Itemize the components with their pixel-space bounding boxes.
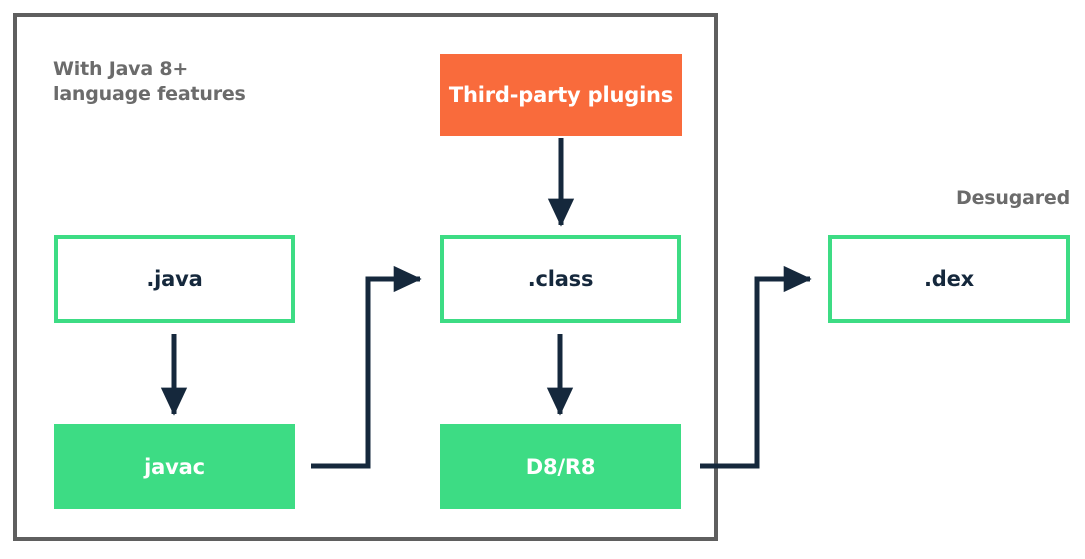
node-third-party-plugins-label: Third-party plugins: [448, 83, 674, 107]
node-d8-r8-label: D8/R8: [525, 454, 596, 479]
node-javac-label: javac: [144, 454, 205, 479]
node-third-party-plugins[interactable]: Third-party plugins: [440, 54, 682, 136]
desugared-annotation-label: Desugared: [956, 187, 1070, 209]
group-annotation-label: With Java 8+ language features: [53, 58, 246, 105]
node-java-file-label: .java: [146, 267, 203, 291]
node-dex-file-label: .dex: [924, 267, 974, 291]
node-java-file[interactable]: .java: [54, 235, 295, 323]
node-class-file[interactable]: .class: [440, 235, 681, 323]
node-d8-r8[interactable]: D8/R8: [440, 424, 681, 509]
node-javac[interactable]: javac: [54, 424, 295, 509]
node-dex-file[interactable]: .dex: [828, 235, 1070, 323]
node-class-file-label: .class: [527, 267, 594, 291]
